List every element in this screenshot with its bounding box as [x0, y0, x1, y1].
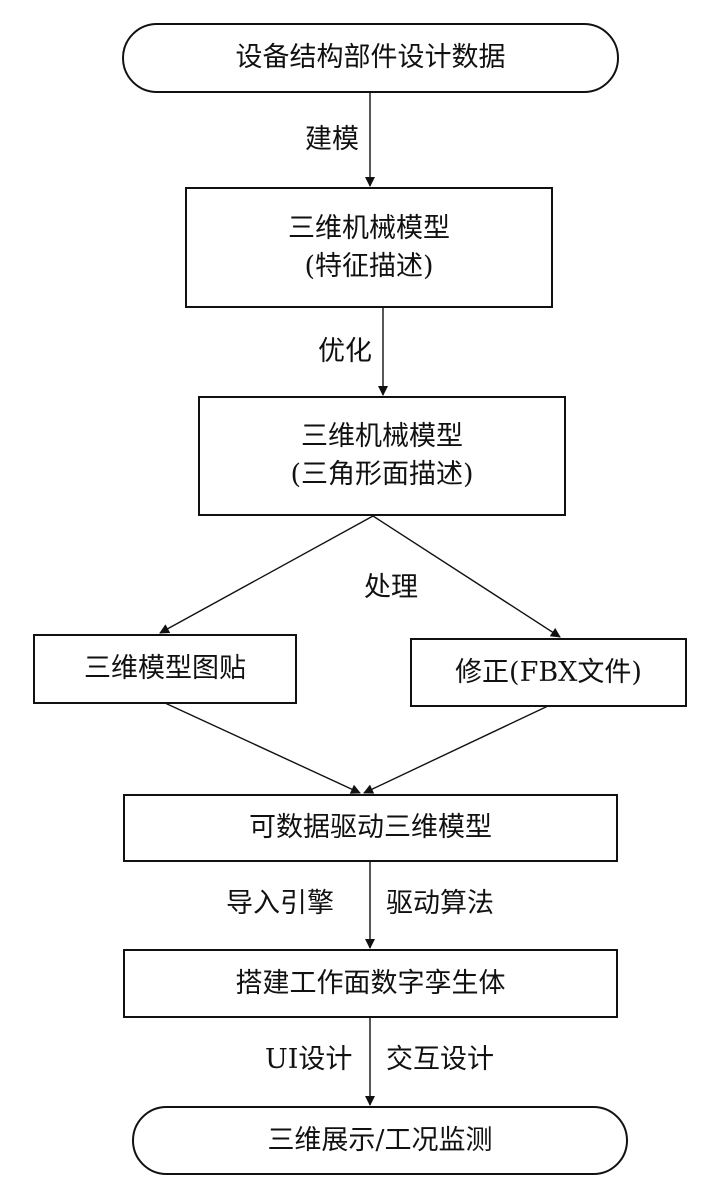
node-text: 设备结构部件设计数据: [235, 42, 506, 73]
node-text-line1: 三维机械模型: [288, 212, 450, 244]
node-driven-model: 可数据驱动三维模型: [123, 794, 618, 862]
edge-label-modeling: 建模: [305, 124, 359, 155]
node-text: 修正(FBX文件): [455, 656, 642, 688]
node-start-design-data: 设备结构部件设计数据: [122, 23, 619, 93]
node-text: 三维展示/工况监测: [267, 1124, 493, 1156]
node-digital-twin: 搭建工作面数字孪生体: [123, 949, 618, 1018]
arrow-texture-to-driven: [164, 702, 361, 794]
node-text: 可数据驱动三维模型: [249, 812, 492, 843]
edge-label-optimize: 优化: [318, 336, 372, 367]
node-text-line1: 三维机械模型: [301, 421, 463, 452]
edge-label-interaction-design: 交互设计: [386, 1044, 494, 1075]
arrow-mesh-to-fbx: [372, 515, 561, 638]
node-text: 三维模型图贴: [84, 653, 246, 684]
edge-label-process: 处理: [364, 572, 418, 603]
node-text-line2: (三角形面描述): [290, 459, 474, 490]
node-text: 搭建工作面数字孪生体: [235, 967, 506, 999]
node-texture: 三维模型图贴: [33, 634, 297, 704]
edge-label-import-engine: 导入引擎: [226, 888, 334, 919]
node-end-display-monitoring: 三维展示/工况监测: [132, 1106, 628, 1175]
node-fbx-fix: 修正(FBX文件): [410, 638, 687, 707]
edge-label-ui-design: UI设计: [265, 1044, 353, 1075]
edge-label-drive-algorithm: 驱动算法: [386, 888, 494, 919]
arrow-mesh-to-texture: [159, 515, 374, 634]
node-text-line2: (特征描述): [304, 250, 434, 282]
node-feature-model: 三维机械模型 (特征描述): [185, 187, 553, 308]
arrow-fbx-to-driven: [363, 705, 549, 794]
node-mesh-model: 三维机械模型 (三角形面描述): [198, 396, 566, 516]
